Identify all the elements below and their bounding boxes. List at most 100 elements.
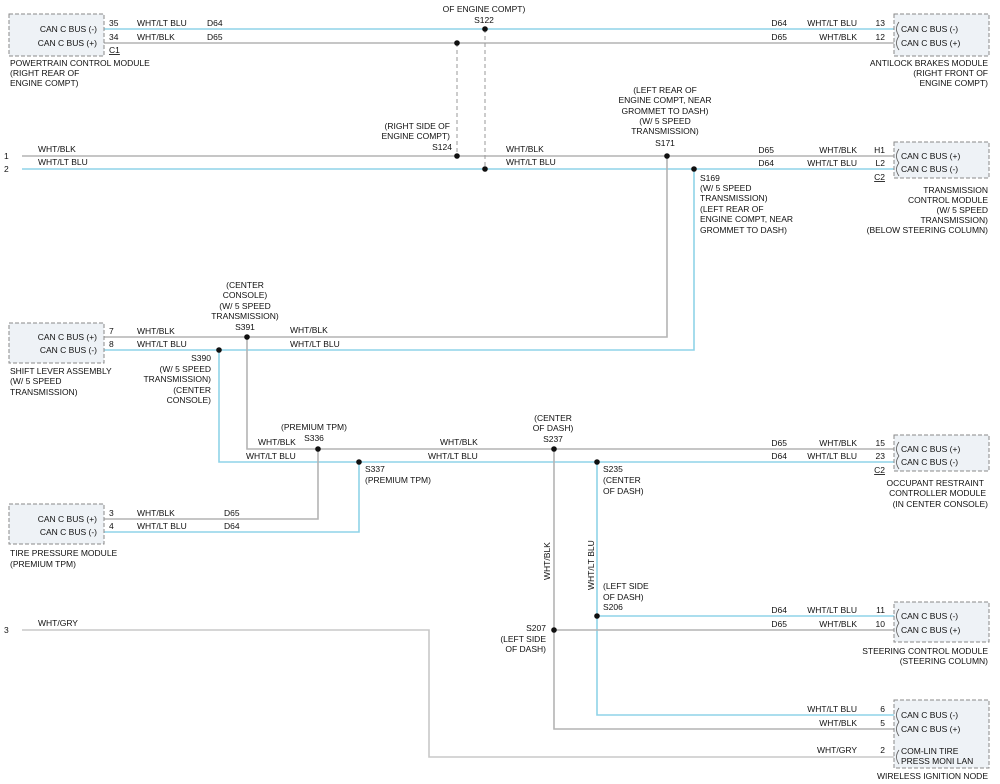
splice-loc: OF DASH) — [603, 592, 644, 602]
wire-label: WHT/LT BLU — [506, 157, 556, 167]
ocm-circuit: D65 — [771, 438, 787, 448]
pcm-box — [8, 13, 105, 57]
pcm-circuit: D64 — [207, 18, 223, 28]
splice-id: S124 — [432, 142, 452, 152]
shift-wire-color: WHT/BLK — [137, 326, 175, 336]
tcm-wire-color: WHT/BLK — [819, 145, 857, 155]
pcm-pin-number: 34 — [109, 32, 119, 42]
pcm-connector: C1 — [109, 45, 120, 55]
win-wire-color: WHT/GRY — [817, 745, 857, 755]
splice-loc: CONSOLE) — [223, 290, 268, 300]
tpm-circuit: D65 — [224, 508, 240, 518]
vertical-wire-label: WHT/LT BLU — [586, 540, 596, 590]
shift-pin-label: CAN C BUS (+) — [38, 332, 97, 342]
splice-loc: TRANSMISSION) — [700, 193, 768, 203]
shift-pin-label: CAN C BUS (-) — [40, 345, 97, 355]
wire-s169-shift — [104, 169, 695, 351]
scm-pin-number: 11 — [876, 605, 885, 615]
tcm-pin-number: H1 — [874, 145, 885, 155]
splice-id: S391 — [235, 322, 255, 332]
ocm-bracket — [896, 441, 900, 470]
tpm-pin-number: 3 — [109, 508, 114, 518]
abs-bracket — [896, 21, 900, 51]
abs-name: (RIGHT FRONT OF — [913, 68, 988, 78]
ocm-name: (IN CENTER CONSOLE) — [893, 499, 989, 509]
splice-loc: (PREMIUM TPM) — [365, 475, 431, 485]
left-wire-pin: 3 — [4, 625, 9, 635]
scm-pin-label: CAN C BUS (+) — [901, 625, 960, 635]
splice-dot-s169 — [691, 166, 697, 172]
splice-id: S336 — [304, 433, 324, 443]
win-bracket — [896, 707, 900, 765]
shift-pin-number: 7 — [109, 326, 114, 336]
splice-id: S237 — [543, 434, 563, 444]
splice-id: S207 — [526, 623, 546, 633]
win-pin-number: 5 — [880, 718, 885, 728]
splice-loc: (RIGHT SIDE OF — [385, 121, 451, 131]
splice-dot-s124 — [454, 153, 460, 159]
splice-loc: TRANSMISSION) — [143, 374, 211, 384]
scm-pin-label: CAN C BUS (-) — [901, 611, 958, 621]
tpm-wire-color: WHT/BLK — [137, 508, 175, 518]
abs-circuit: D64 — [771, 18, 787, 28]
tcm-circuit: D64 — [758, 158, 774, 168]
splice-dot-s206 — [594, 613, 600, 619]
ocm-pin-label: CAN C BUS (-) — [901, 457, 958, 467]
scm-name: STEERING CONTROL MODULE — [862, 646, 988, 656]
splice-loc: GROMMET TO DASH) — [700, 225, 787, 235]
wire-label: WHT/LT BLU — [290, 339, 340, 349]
wire-s235-down — [596, 462, 894, 716]
left-wire-color: WHT/BLK — [38, 144, 76, 154]
splice-dot-s122-b — [482, 166, 488, 172]
tcm-pin-number: L2 — [876, 158, 886, 168]
ocm-wire-color: WHT/LT BLU — [807, 451, 857, 461]
module-shift-lever: CAN C BUS (+) CAN C BUS (-) 7 8 WHT/BLK … — [8, 322, 187, 397]
ocm-name: CONTROLLER MODULE — [889, 488, 986, 498]
splice-dots — [216, 26, 697, 633]
left-wire-color: WHT/LT BLU — [38, 157, 88, 167]
tcm-box — [893, 141, 990, 179]
tcm-circuit: D65 — [758, 145, 774, 155]
tcm-bracket — [896, 148, 900, 177]
left-wire-ends: 1 WHT/BLK 2 WHT/LT BLU 3 WHT/GRY — [4, 144, 88, 635]
scm-name: (STEERING COLUMN) — [900, 656, 988, 666]
wire-label: WHT/BLK — [258, 437, 296, 447]
pcm-wire-color: WHT/LT BLU — [137, 18, 187, 28]
tpm-circuit: D64 — [224, 521, 240, 531]
splice-dot-s235 — [594, 459, 600, 465]
splice-dot-s124-top — [454, 40, 460, 46]
scm-wire-color: WHT/LT BLU — [807, 605, 857, 615]
splice-id: S169 — [700, 173, 720, 183]
abs-name: ENGINE COMPT) — [920, 78, 989, 88]
wire-label: WHT/BLK — [440, 437, 478, 447]
pcm-circuit: D65 — [207, 32, 223, 42]
splice-loc: OF DASH) — [505, 644, 546, 654]
splice-loc: GROMMET TO DASH) — [622, 106, 709, 116]
splice-loc: OF DASH) — [603, 486, 644, 496]
left-wire-pin: 2 — [4, 164, 9, 174]
splice-loc: (CENTER — [226, 280, 264, 290]
module-tcm: CAN C BUS (+) CAN C BUS (-) H1 L2 C2 WHT… — [758, 141, 990, 235]
pcm-pin-number: 35 — [109, 18, 119, 28]
splice-id: S235 — [603, 464, 623, 474]
wire-label: WHT/BLK — [290, 325, 328, 335]
win-pin-label: PRESS MONI LAN — [901, 756, 973, 766]
tpm-name: (PREMIUM TPM) — [10, 559, 76, 569]
abs-wire-color: WHT/BLK — [819, 32, 857, 42]
win-pin-number: 2 — [880, 745, 885, 755]
abs-wire-color: WHT/LT BLU — [807, 18, 857, 28]
wire-s237-down — [553, 449, 894, 730]
scm-pin-number: 10 — [876, 619, 886, 629]
module-win: CAN C BUS (-) CAN C BUS (+) COM-LIN TIRE… — [807, 699, 990, 781]
win-name: WIRELESS IGNITION NODE — [877, 771, 988, 781]
tcm-wire-color: WHT/LT BLU — [807, 158, 857, 168]
pcm-wire-color: WHT/BLK — [137, 32, 175, 42]
splice-loc: (CENTER — [173, 385, 211, 395]
tpm-pin-label: CAN C BUS (+) — [38, 514, 97, 524]
pcm-name: POWERTRAIN CONTROL MODULE — [10, 58, 150, 68]
abs-box — [893, 13, 990, 57]
wire-label: WHT/BLK — [506, 144, 544, 154]
splice-loc: TRANSMISSION) — [211, 311, 279, 321]
tcm-pin-label: CAN C BUS (-) — [901, 164, 958, 174]
